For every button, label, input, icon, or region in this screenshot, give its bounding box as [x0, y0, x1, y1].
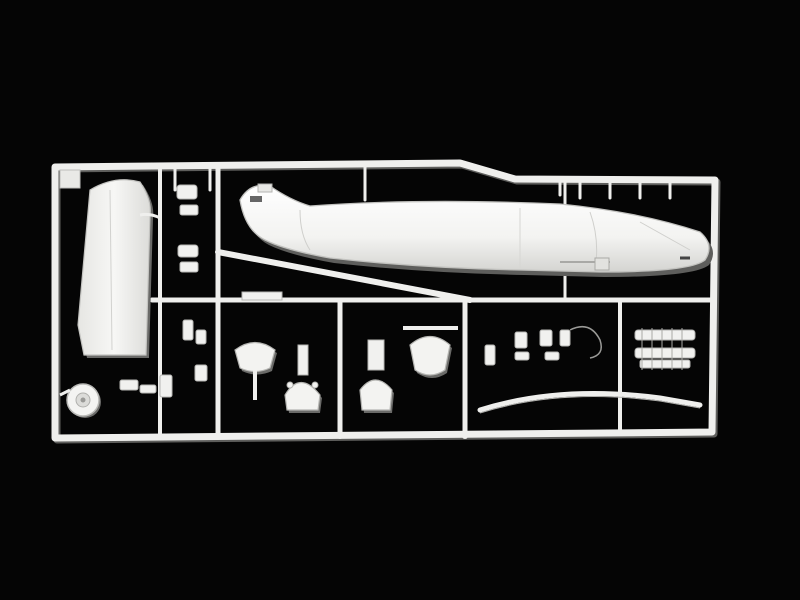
wheel-part: [66, 383, 101, 418]
seat-part-1: [234, 341, 277, 400]
small-parts-right: [484, 325, 602, 366]
fuselage-half-part: [239, 183, 713, 277]
sprue-gate-tabs: [217, 433, 468, 439]
seat-part-3: [359, 339, 394, 413]
sprue-corner-tab: [59, 169, 81, 189]
small-parts-left-column: [119, 184, 208, 398]
landing-gear-leg-part: [477, 391, 703, 413]
sprue-diagonal-runner: [215, 249, 473, 303]
long-bar-part: [241, 291, 283, 301]
engine-detail-parts: [634, 328, 696, 370]
strut-part: [297, 344, 309, 376]
seat-part-4: [403, 326, 458, 378]
tail-fin-part: [77, 179, 161, 358]
sprue-frame: [51, 159, 721, 444]
sprue-outer-frame: [51, 159, 719, 442]
